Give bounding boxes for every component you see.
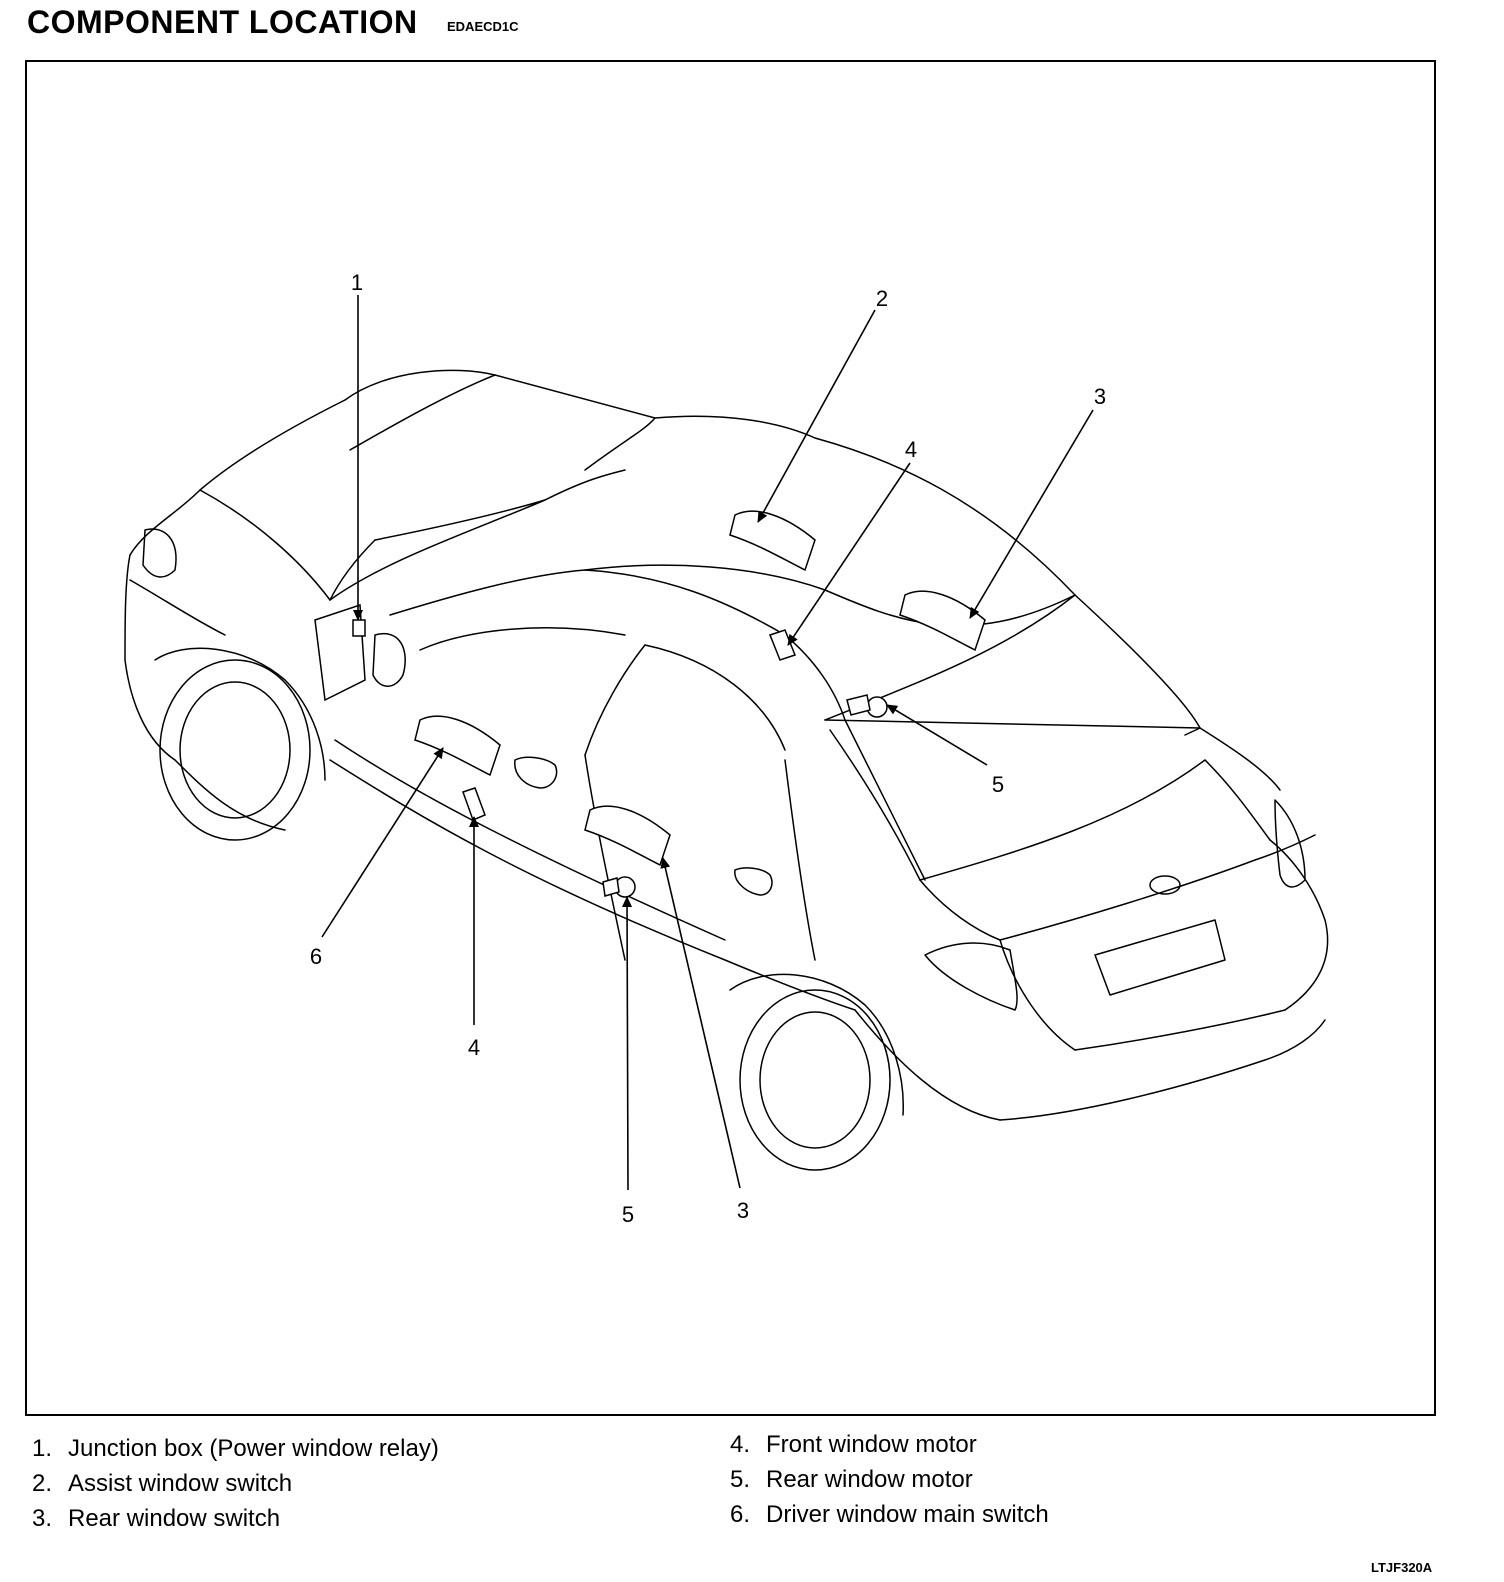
components [314,510,986,898]
rear-window-switch-icon [899,590,986,652]
legend-item: 6. Driver window main switch [730,1497,1049,1532]
legend-number: 4. [730,1431,751,1458]
legend-number: 3. [32,1505,53,1532]
callout-numbers: 1 2 3 4 5 6 4 5 3 [310,270,1106,1227]
legend-label: Junction box (Power window relay) [68,1435,439,1462]
legend-number: 2. [32,1470,53,1497]
callout-4-side: 4 [468,1035,480,1060]
relay-icon [352,619,366,637]
legend-item: 4. Front window motor [730,1427,1049,1462]
section-code: EDAECD1C [447,19,519,34]
legend-item: 5. Rear window motor [730,1462,1049,1497]
legend-item: 2. Assist window switch [32,1466,439,1501]
legend-number: 1. [32,1435,53,1462]
legend-label: Driver window main switch [766,1501,1049,1528]
driver-window-main-switch-icon [414,715,501,777]
legend-label: Assist window switch [68,1470,293,1497]
front-window-motor-side-icon [462,787,486,821]
legend-number: 5. [730,1466,751,1493]
legend-item: 3. Rear window switch [32,1501,439,1536]
leader-lines [321,295,1094,1191]
callout-4-top: 4 [905,437,917,462]
car-illustration [124,369,1329,1171]
callout-5-top: 5 [992,772,1004,797]
callout-2: 2 [876,286,888,311]
diagram-border [25,60,1436,1416]
page-title: COMPONENT LOCATION [27,4,418,40]
rear-window-switch-side-icon [584,805,671,867]
legend-label: Rear window switch [68,1505,281,1532]
callout-1: 1 [351,270,363,295]
legend-item: 1. Junction box (Power window relay) [32,1431,439,1466]
assist-window-switch-icon [729,510,816,572]
callout-3-side: 3 [737,1198,749,1223]
legend-right-column: 4. Front window motor 5. Rear window motor… [730,1427,1049,1532]
figure-code: LTJF320A [1371,1560,1433,1575]
front-window-motor-icon [769,629,796,661]
callout-3-top: 3 [1094,384,1106,409]
legend-number: 6. [730,1501,751,1528]
callout-5-side: 5 [622,1202,634,1227]
legend-left-column: 1. Junction box (Power window relay) 2. As… [32,1431,439,1536]
component-diagram: 1 2 3 4 5 6 4 5 3 [25,60,1436,1416]
legend-label: Front window motor [766,1431,977,1458]
legend-label: Rear window motor [766,1466,973,1493]
callout-6: 6 [310,944,322,969]
